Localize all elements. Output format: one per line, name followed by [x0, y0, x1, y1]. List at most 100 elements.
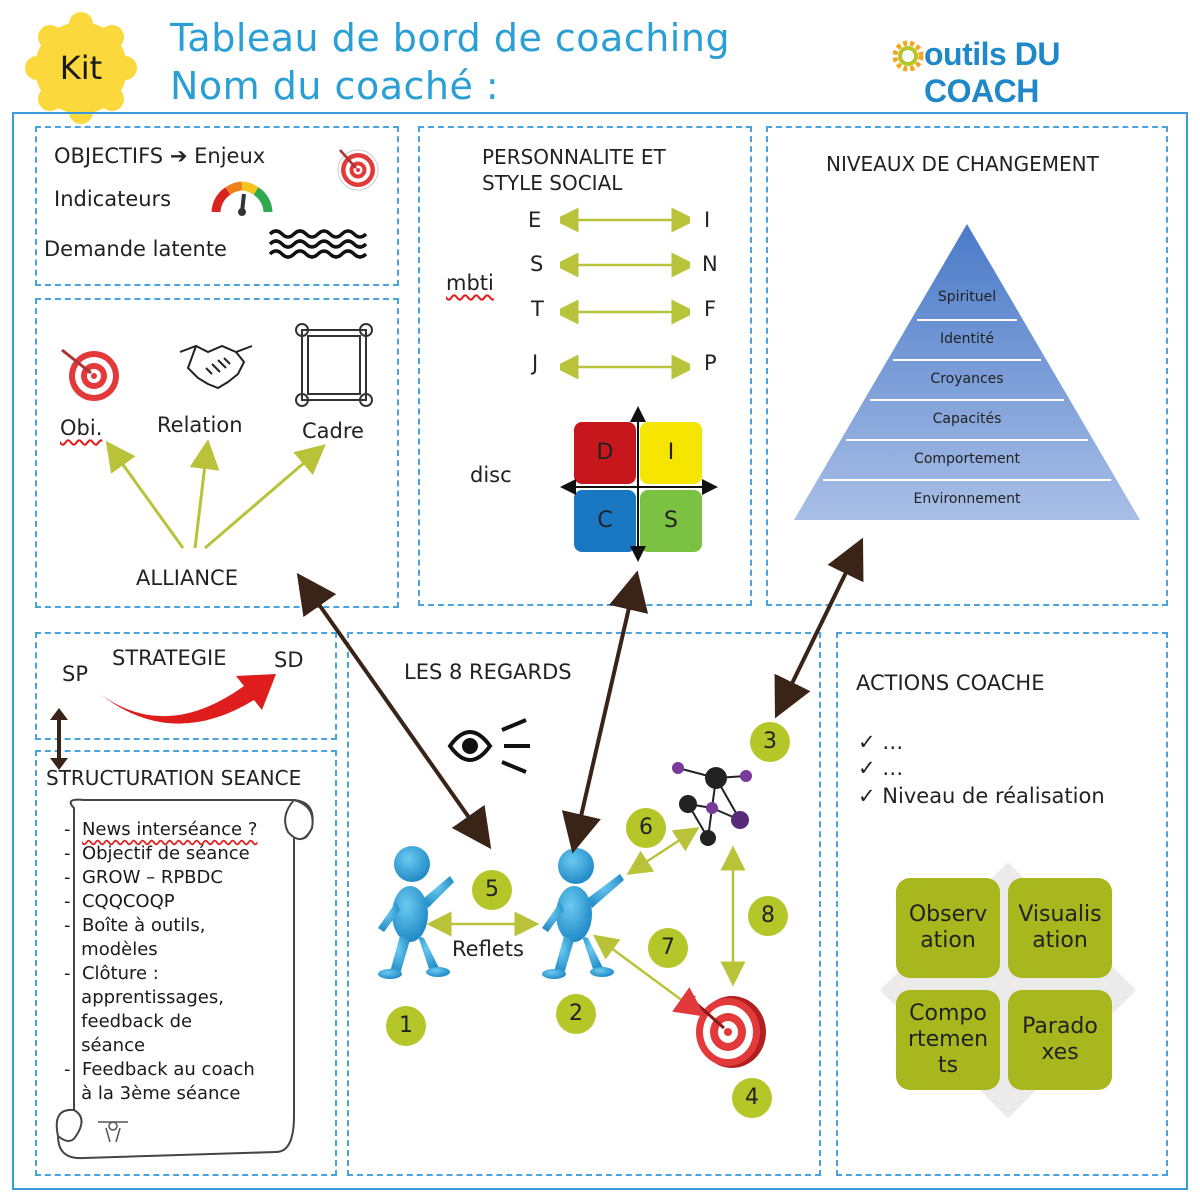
waves-icon: [268, 229, 368, 259]
pyramid-level-3: Capacités: [932, 411, 1002, 427]
badge-2: 2: [556, 994, 596, 1034]
panel-alliance: [35, 298, 399, 608]
alliance-arrows: [105, 439, 326, 550]
list-item: - Feedback au coach: [64, 1059, 255, 1080]
disc-i: I: [640, 422, 702, 484]
gear-icon: [892, 40, 924, 72]
list-item: apprentissages,: [81, 987, 224, 1008]
target-icon: [61, 348, 119, 401]
dashboard-frame: [12, 112, 1188, 1190]
badge-3: 3: [750, 722, 790, 762]
frame-icon: [295, 323, 373, 407]
title-line-2: Nom du coaché :: [170, 64, 500, 108]
badge-5: 5: [472, 870, 512, 910]
pyramid-level-1: Identité: [940, 331, 994, 347]
badge-1: 1: [386, 1006, 426, 1046]
gauge-icon: [211, 181, 273, 216]
pyramid-level-4: Comportement: [914, 451, 1020, 467]
alliance-obj-label: Obi.: [60, 416, 103, 440]
mbti-left-1: S: [530, 252, 544, 276]
mbti-left-2: T: [531, 297, 544, 321]
strategie-title: STRATEGIE: [112, 646, 227, 670]
objectifs-line: OBJECTIFS ➔ Enjeux: [54, 144, 265, 168]
person-1-icon: [378, 846, 454, 979]
demande-latente-label: Demande latente: [44, 237, 227, 261]
kit-badge: Kit: [25, 12, 137, 124]
actions-title: ACTIONS COACHE: [856, 671, 1045, 695]
panel-structuration: [35, 750, 337, 1176]
action-item-0: ✓ …: [858, 730, 904, 754]
badge-6: 6: [626, 808, 666, 848]
badge-8: 8: [748, 896, 788, 936]
badge-7: 7: [648, 928, 688, 968]
disc-axes: [560, 406, 718, 562]
pyramid: [794, 224, 1140, 520]
personnalite-title-2: STYLE SOCIAL: [482, 171, 623, 195]
personnalite-title-1: PERSONNALITE ET: [482, 145, 666, 169]
disc-c: C: [574, 490, 636, 552]
strategie-sd: SD: [274, 648, 304, 672]
alliance-cadre-label: Cadre: [302, 419, 364, 443]
list-item: - CQQCOQP: [64, 891, 175, 912]
pyramid-level-5: Environnement: [913, 491, 1021, 507]
list-item: - Boîte à outils,: [64, 915, 206, 936]
mbti-left-0: E: [528, 208, 542, 232]
mbti-label: mbti: [446, 271, 494, 295]
curved-red-arrow: [100, 674, 276, 724]
panel-niveaux: [766, 126, 1168, 606]
action-item-2: ✓ Niveau de réalisation: [858, 784, 1105, 808]
objectifs-label: OBJECTIFS: [54, 144, 164, 168]
strategie-sp: SP: [62, 662, 88, 686]
reflets-label: Reflets: [452, 937, 524, 961]
arrow-6: [626, 827, 700, 875]
mbti-right-2: F: [704, 297, 717, 321]
mbti-right-1: N: [702, 252, 718, 276]
list-item: - Objectif de séance: [64, 843, 250, 864]
regards-arrows: [426, 827, 746, 1017]
handshake-icon: [179, 344, 253, 390]
mbti-right-3: P: [704, 351, 717, 375]
list-item: feedback de: [81, 1011, 193, 1032]
alliance-label: ALLIANCE: [136, 566, 238, 590]
tile-visualisation: Visualisation: [1008, 878, 1112, 978]
structuration-list: - News interséance ? - Objectif de séanc…: [64, 818, 257, 1106]
scroll-parchment: [55, 798, 314, 1160]
target-icon: [684, 994, 766, 1068]
panel-objectifs: [35, 126, 399, 286]
mbti-left-3: J: [532, 351, 539, 375]
panel-actions: [836, 632, 1168, 1176]
list-item: - News interséance ?: [64, 819, 258, 840]
double-arrow-vertical: [50, 708, 68, 770]
list-item: modèles: [81, 939, 158, 960]
enjeux-label: Enjeux: [194, 144, 266, 168]
disc-s: S: [640, 490, 702, 552]
brand-logo: outils DU COACH: [890, 32, 1130, 109]
list-item: séance: [81, 1035, 146, 1056]
check-icon: ✓: [858, 784, 876, 808]
disc-d: D: [574, 422, 636, 484]
arrow-to-cadre: [204, 444, 326, 550]
list-item: - GROW – RPBDC: [64, 867, 223, 888]
arrow-to-relation: [189, 439, 220, 549]
disc-label: disc: [470, 463, 512, 487]
pyramid-level-2: Croyances: [930, 371, 1004, 387]
target-icon: [337, 149, 379, 191]
list-item: à la 3ème séance: [81, 1083, 241, 1104]
niveaux-title: NIVEAUX DE CHANGEMENT: [826, 152, 1099, 176]
tile-paradoxes: Paradoxes: [1008, 990, 1112, 1090]
arrow-to-obj: [105, 440, 185, 549]
personnalite-title: PERSONNALITE ET STYLE SOCIAL: [482, 144, 666, 196]
structuration-title: STRUCTURATION SEANCE: [46, 766, 302, 790]
indicateurs-label: Indicateurs: [54, 187, 172, 211]
title-line-1: Tableau de bord de coaching: [170, 16, 731, 60]
tile-observation: Observation: [896, 878, 1000, 978]
list-item: - Clôture :: [64, 963, 159, 984]
action-item-1: ✓ …: [858, 756, 904, 780]
kit-label: Kit: [60, 49, 102, 87]
logo-text: outils DU COACH: [924, 36, 1060, 109]
mbti-right-0: I: [704, 208, 711, 232]
tile-comportements: Comportements: [896, 990, 1000, 1090]
check-icon: ✓: [858, 756, 876, 780]
arrow-right-icon: ➔: [169, 144, 188, 168]
page-title: Tableau de bord de coaching Nom du coach…: [170, 14, 730, 110]
